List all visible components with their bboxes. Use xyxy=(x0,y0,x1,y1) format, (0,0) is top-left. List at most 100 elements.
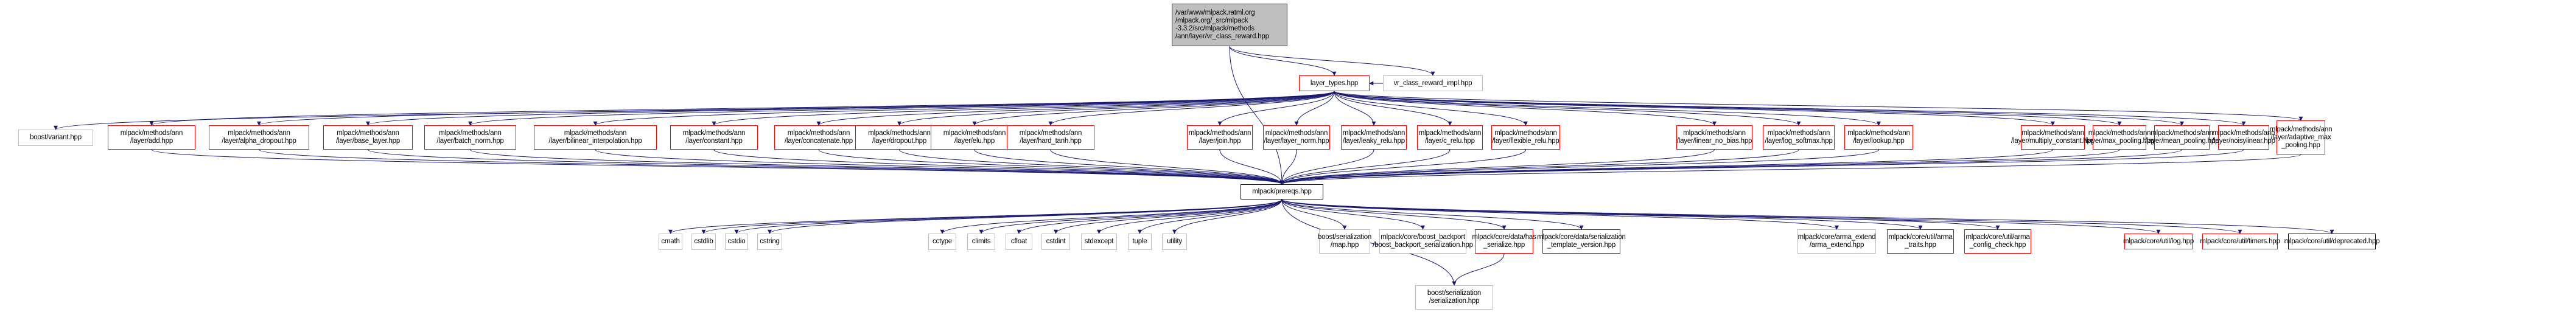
node-layer-linear-no-bias[interactable]: mlpack/methods/ann /layer/linear_no_bias… xyxy=(1676,125,1752,150)
edge-adaptive_max-to-prereqs xyxy=(1279,154,2301,185)
node-layer-leaky-relu[interactable]: mlpack/methods/ann /layer/leaky_relu.hpp xyxy=(1341,125,1407,150)
edge-layer_types-to-mean_pooling xyxy=(1334,91,2184,126)
edge-concatenate-to-prereqs xyxy=(818,149,1284,185)
node-label: mlpack/methods/ann /layer/noisylinear.hp… xyxy=(2212,130,2275,145)
edge-c_relu-to-prereqs xyxy=(1279,149,1451,185)
edge-join-to-prereqs xyxy=(1219,149,1284,185)
edge-layer_types-to-concatenate xyxy=(816,91,1335,126)
edge-layer_types-to-constant xyxy=(712,91,1335,126)
node-label: mlpack/methods/ann /layer/batch_norm.hpp xyxy=(436,130,504,145)
node-label: boost/serialization /map.hpp xyxy=(1317,234,1372,249)
edge-layer_types-to-noisylinear xyxy=(1334,91,2246,126)
node-layer-hard-tanh[interactable]: mlpack/methods/ann /layer/hard_tanh.hpp xyxy=(1007,125,1094,150)
node-layer-batch-norm[interactable]: mlpack/methods/ann /layer/batch_norm.hpp xyxy=(424,125,516,150)
node-label: mlpack/core/util/deprecated.hpp xyxy=(2284,237,2380,245)
edge-layer_types-to-batch_norm xyxy=(468,91,1335,126)
node-layer-flexible-relu[interactable]: mlpack/methods/ann /layer/flexible_relu.… xyxy=(1491,125,1560,150)
edge-prereqs-to-timers xyxy=(1281,199,2242,234)
edge-prereqs-to-utility xyxy=(1172,199,1283,234)
node-label: mlpack/core/data/has _serialize.hpp xyxy=(1472,234,1536,249)
node-label: mlpack/methods/ann /layer/lookup.hpp xyxy=(1847,130,1910,145)
node-root[interactable]: /var/www/mlpack.ratml.org /mlpack.org/_s… xyxy=(1172,4,1287,46)
edge-layer_types-to-leaky_relu xyxy=(1334,91,1376,126)
node-label: cfloat xyxy=(1010,238,1027,245)
node-boost-backport-serialization: mlpack/core/boost_backport /boost_backpo… xyxy=(1373,229,1473,254)
node-stdexcept: stdexcept xyxy=(1081,234,1117,250)
node-label: mlpack/methods/ann /layer/hard_tanh.hpp xyxy=(1019,130,1082,145)
edge-layer_types-to-adaptive_max xyxy=(1334,91,2303,121)
node-climits: climits xyxy=(967,234,995,250)
node-cstdint: cstdint xyxy=(1041,234,1070,250)
edge-prereqs-to-deprecated xyxy=(1281,199,2334,234)
node-layer-concatenate[interactable]: mlpack/methods/ann /layer/concatenate.hp… xyxy=(774,125,863,150)
node-arma-config-check[interactable]: mlpack/core/util/arma _config_check.hpp xyxy=(1964,229,2031,254)
node-label: mlpack/methods/ann /layer/dropout.hpp xyxy=(868,130,931,145)
node-vr-class-reward-impl: vr_class_reward_impl.hpp xyxy=(1383,75,1483,91)
node-layer-noisylinear[interactable]: mlpack/methods/ann /layer/noisylinear.hp… xyxy=(2212,125,2275,150)
node-layer-mean-pooling[interactable]: mlpack/methods/ann /layer/mean_pooling.h… xyxy=(2145,125,2219,150)
node-label: mlpack/methods/ann /layer/elu.hpp xyxy=(943,130,1006,145)
node-cctype: cctype xyxy=(928,234,956,250)
edge-root-to-layer_types xyxy=(1229,46,1337,76)
edge-has_serialize-to-serialization xyxy=(1452,253,1505,286)
edge-prereqs-to-climits xyxy=(979,199,1283,234)
edge-prereqs-to-arma_extend xyxy=(1281,199,1839,230)
node-arma-traits[interactable]: mlpack/core/util/arma _traits.hpp xyxy=(1887,229,1954,254)
edge-layer_types-to-log_softmax xyxy=(1334,91,1801,126)
edge-layer_norm-to-prereqs xyxy=(1279,149,1297,185)
edge-leaky_relu-to-prereqs xyxy=(1279,149,1374,185)
edge-layer_types-to-lookup xyxy=(1334,91,1881,126)
node-has-serialize[interactable]: mlpack/core/data/has _serialize.hpp xyxy=(1472,229,1536,254)
node-layer-elu[interactable]: mlpack/methods/ann /layer/elu.hpp xyxy=(931,125,1018,150)
node-serialization-template-version[interactable]: mlpack/core/data/serialization _template… xyxy=(1537,229,1626,254)
edge-layer_types-to-max_pooling xyxy=(1334,91,2122,126)
node-layer-join[interactable]: mlpack/methods/ann /layer/join.hpp xyxy=(1187,125,1253,150)
node-label: mlpack/methods/ann /layer/log_softmax.hp… xyxy=(1765,130,1833,145)
node-layer-log-softmax[interactable]: mlpack/methods/ann /layer/log_softmax.hp… xyxy=(1763,125,1835,150)
node-layer-types[interactable]: layer_types.hpp xyxy=(1299,75,1370,91)
node-util-deprecated[interactable]: mlpack/core/util/deprecated.hpp xyxy=(2284,234,2380,249)
node-layer-c-relu[interactable]: mlpack/methods/ann /layer/c_relu.hpp xyxy=(1417,125,1483,150)
node-label: mlpack/methods/ann /layer/layer_norm.hpp xyxy=(1264,130,1329,145)
node-label: mlpack/prereqs.hpp xyxy=(1252,188,1312,195)
node-cstdio: cstdio xyxy=(725,234,748,250)
node-layer-bilinear-interpolation[interactable]: mlpack/methods/ann /layer/bilinear_inter… xyxy=(534,125,657,150)
edge-flexible_relu-to-prereqs xyxy=(1279,149,1526,185)
node-label: /var/www/mlpack.ratml.org /mlpack.org/_s… xyxy=(1175,9,1269,40)
node-label: boost/serialization /serialization.hpp xyxy=(1427,289,1482,305)
edge-prereqs-to-stdexcept xyxy=(1097,199,1283,234)
node-cstring: cstring xyxy=(757,234,782,250)
node-label: mlpack/core/arma_extend /arma_extend.hpp xyxy=(1797,234,1876,249)
edge-layer_types-to-c_relu xyxy=(1334,91,1452,126)
edge-lookup-to-prereqs xyxy=(1279,149,1879,185)
node-layer-layer-norm[interactable]: mlpack/methods/ann /layer/layer_norm.hpp xyxy=(1263,125,1330,150)
edge-prereqs-to-cstring xyxy=(768,199,1283,234)
edge-prereqs-to-has_serialize xyxy=(1281,199,1507,230)
node-layer-constant[interactable]: mlpack/methods/ann /layer/constant.hpp xyxy=(670,125,758,150)
node-layer-max-pooling[interactable]: mlpack/methods/ann /layer/max_pooling.hp… xyxy=(2085,125,2154,150)
node-layer-adaptive-max-pooling[interactable]: mlpack/methods/ann /layer/adaptive_max _… xyxy=(2270,120,2332,154)
edge-prereqs-to-cfloat xyxy=(1017,199,1283,234)
node-layer-base-layer[interactable]: mlpack/methods/ann /layer/base_layer.hpp xyxy=(323,125,413,150)
node-prereqs[interactable]: mlpack/prereqs.hpp xyxy=(1241,184,1323,199)
node-boost-serialization-map: boost/serialization /map.hpp xyxy=(1317,229,1372,254)
node-label: stdexcept xyxy=(1084,238,1114,245)
node-label: mlpack/methods/ann /layer/leaky_relu.hpp xyxy=(1342,130,1405,145)
node-label: mlpack/core/util/arma _config_check.hpp xyxy=(1965,234,2030,249)
node-layer-add[interactable]: mlpack/methods/ann /layer/add.hpp xyxy=(108,125,195,150)
node-layer-multiply-constant[interactable]: mlpack/methods/ann /layer/multiply_const… xyxy=(2011,125,2095,150)
edge-batch_norm-to-prereqs xyxy=(470,149,1284,185)
edge-base_layer-to-prereqs xyxy=(368,149,1284,185)
node-label: mlpack/core/util/timers.hpp xyxy=(2200,237,2280,245)
node-label: mlpack/core/util/log.hpp xyxy=(2123,237,2194,245)
edge-layer_types-to-add xyxy=(149,91,1335,126)
node-layer-lookup[interactable]: mlpack/methods/ann /layer/lookup.hpp xyxy=(1844,125,1913,150)
edge-layer_types-to-layer_norm xyxy=(1294,91,1335,126)
node-layer-dropout[interactable]: mlpack/methods/ann /layer/dropout.hpp xyxy=(855,125,943,150)
edge-prereqs-to-ser_map xyxy=(1281,199,1347,230)
node-label: mlpack/core/boost_backport /boost_backpo… xyxy=(1373,234,1473,249)
node-layer-alpha-dropout[interactable]: mlpack/methods/ann /layer/alpha_dropout.… xyxy=(209,125,309,150)
node-util-log[interactable]: mlpack/core/util/log.hpp xyxy=(2123,234,2194,249)
node-label: mlpack/methods/ann /layer/join.hpp xyxy=(1188,130,1251,145)
node-util-timers[interactable]: mlpack/core/util/timers.hpp xyxy=(2200,234,2280,249)
